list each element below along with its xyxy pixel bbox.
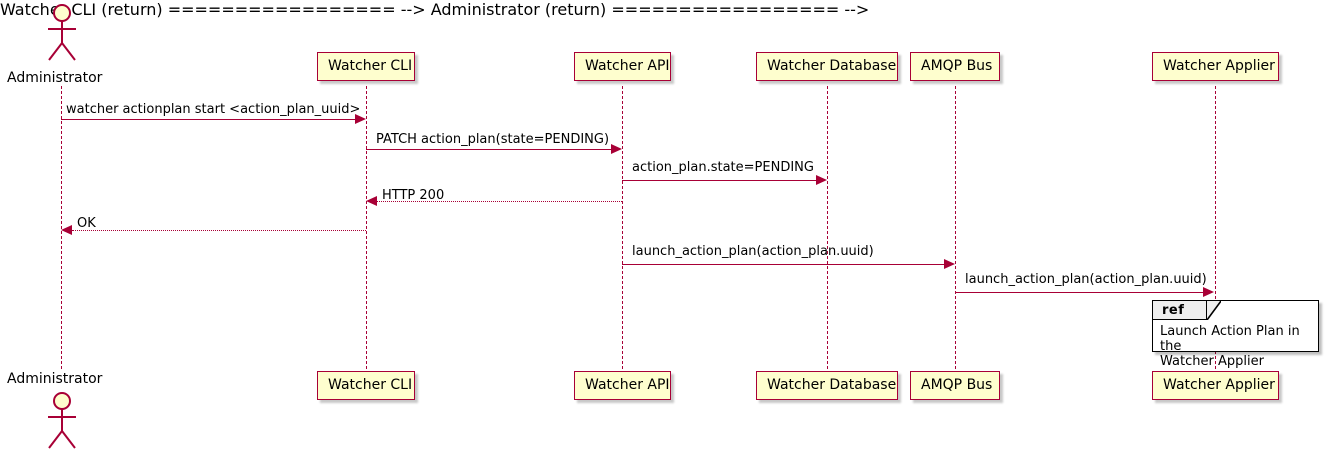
message-arrowhead-2 — [611, 144, 622, 154]
message-line-3 — [622, 180, 817, 181]
participant-box-watcher-api-bottom[interactable]: Watcher API — [574, 371, 671, 400]
participant-label-watcher-api-top: Watcher API — [585, 58, 670, 74]
ref-fragment-launch-action-plan: ref Launch Action Plan in the Watcher Ap… — [1152, 300, 1319, 369]
actor-administrator-top — [36, 2, 88, 68]
message-arrowhead-5 — [61, 225, 72, 235]
message-arrowhead-6 — [944, 259, 955, 269]
participant-box-watcher-database-bottom[interactable]: Watcher Database — [756, 371, 898, 400]
participant-label-watcher-api-bottom: Watcher API — [585, 377, 670, 393]
participant-box-watcher-cli-top[interactable]: Watcher CLI — [317, 52, 415, 81]
message-line-1 — [61, 119, 356, 120]
ref-fragment-tab-notch-icon — [1207, 301, 1221, 320]
lifeline-watcher-applier — [1215, 86, 1216, 369]
participant-label-watcher-cli-bottom: Watcher CLI — [328, 377, 413, 393]
message-label-2: PATCH action_plan(state=PENDING) — [376, 132, 610, 147]
actor-stick-figure-icon-bottom — [48, 392, 76, 449]
ref-fragment-tab-label: ref — [1162, 303, 1185, 318]
participant-label-watcher-database-top: Watcher Database — [767, 58, 897, 74]
message-label-3: action_plan.state=PENDING — [632, 160, 814, 175]
message-label-5: OK — [77, 216, 96, 231]
actor-label-administrator-bottom: Administrator — [7, 371, 103, 387]
message-arrowhead-7 — [1203, 287, 1214, 297]
lifeline-watcher-cli — [366, 86, 367, 369]
message-line-7 — [955, 292, 1204, 293]
participant-box-amqp-bus-bottom[interactable]: AMQP Bus — [910, 371, 1000, 400]
message-label-1: watcher actionplan start <action_plan_uu… — [66, 102, 361, 117]
participant-box-amqp-bus-top[interactable]: AMQP Bus — [910, 52, 1000, 81]
message-line-5 — [72, 230, 366, 231]
actor-stick-figure-icon — [48, 4, 76, 61]
message-label-4: HTTP 200 — [382, 188, 445, 203]
message-arrowhead-1 — [355, 114, 366, 124]
participant-label-amqp-bus-bottom: AMQP Bus — [921, 377, 993, 393]
actor-label-administrator-top: Administrator — [7, 70, 103, 86]
message-line-4 — [377, 201, 622, 202]
participant-box-watcher-api-top[interactable]: Watcher API — [574, 52, 671, 81]
lifeline-watcher-database — [827, 86, 828, 369]
participant-label-watcher-cli-top: Watcher CLI — [328, 58, 413, 74]
message-label-7: launch_action_plan(action_plan.uuid) — [965, 272, 1207, 287]
participant-box-watcher-database-top[interactable]: Watcher Database — [756, 52, 898, 81]
ref-fragment-tab — [1153, 301, 1207, 320]
participant-label-watcher-applier-bottom: Watcher Applier — [1163, 377, 1275, 393]
lifeline-amqp-bus — [955, 86, 956, 369]
participant-label-watcher-applier-top: Watcher Applier — [1163, 58, 1275, 74]
participant-label-amqp-bus-top: AMQP Bus — [921, 58, 993, 74]
message-arrowhead-4 — [366, 196, 377, 206]
actor-administrator-bottom — [36, 390, 88, 456]
participant-label-watcher-database-bottom: Watcher Database — [767, 377, 897, 393]
ref-fragment-text: Launch Action Plan in the Watcher Applie… — [1160, 324, 1300, 369]
participant-box-watcher-applier-top[interactable]: Watcher Applier — [1152, 52, 1279, 81]
participant-box-watcher-applier-bottom[interactable]: Watcher Applier — [1152, 371, 1279, 400]
lifeline-watcher-api — [622, 86, 623, 369]
message-line-2 — [366, 149, 612, 150]
message-label-6: launch_action_plan(action_plan.uuid) — [632, 244, 874, 259]
participant-box-watcher-cli-bottom[interactable]: Watcher CLI — [317, 371, 415, 400]
message-line-6 — [622, 264, 945, 265]
message-arrowhead-3 — [816, 175, 827, 185]
